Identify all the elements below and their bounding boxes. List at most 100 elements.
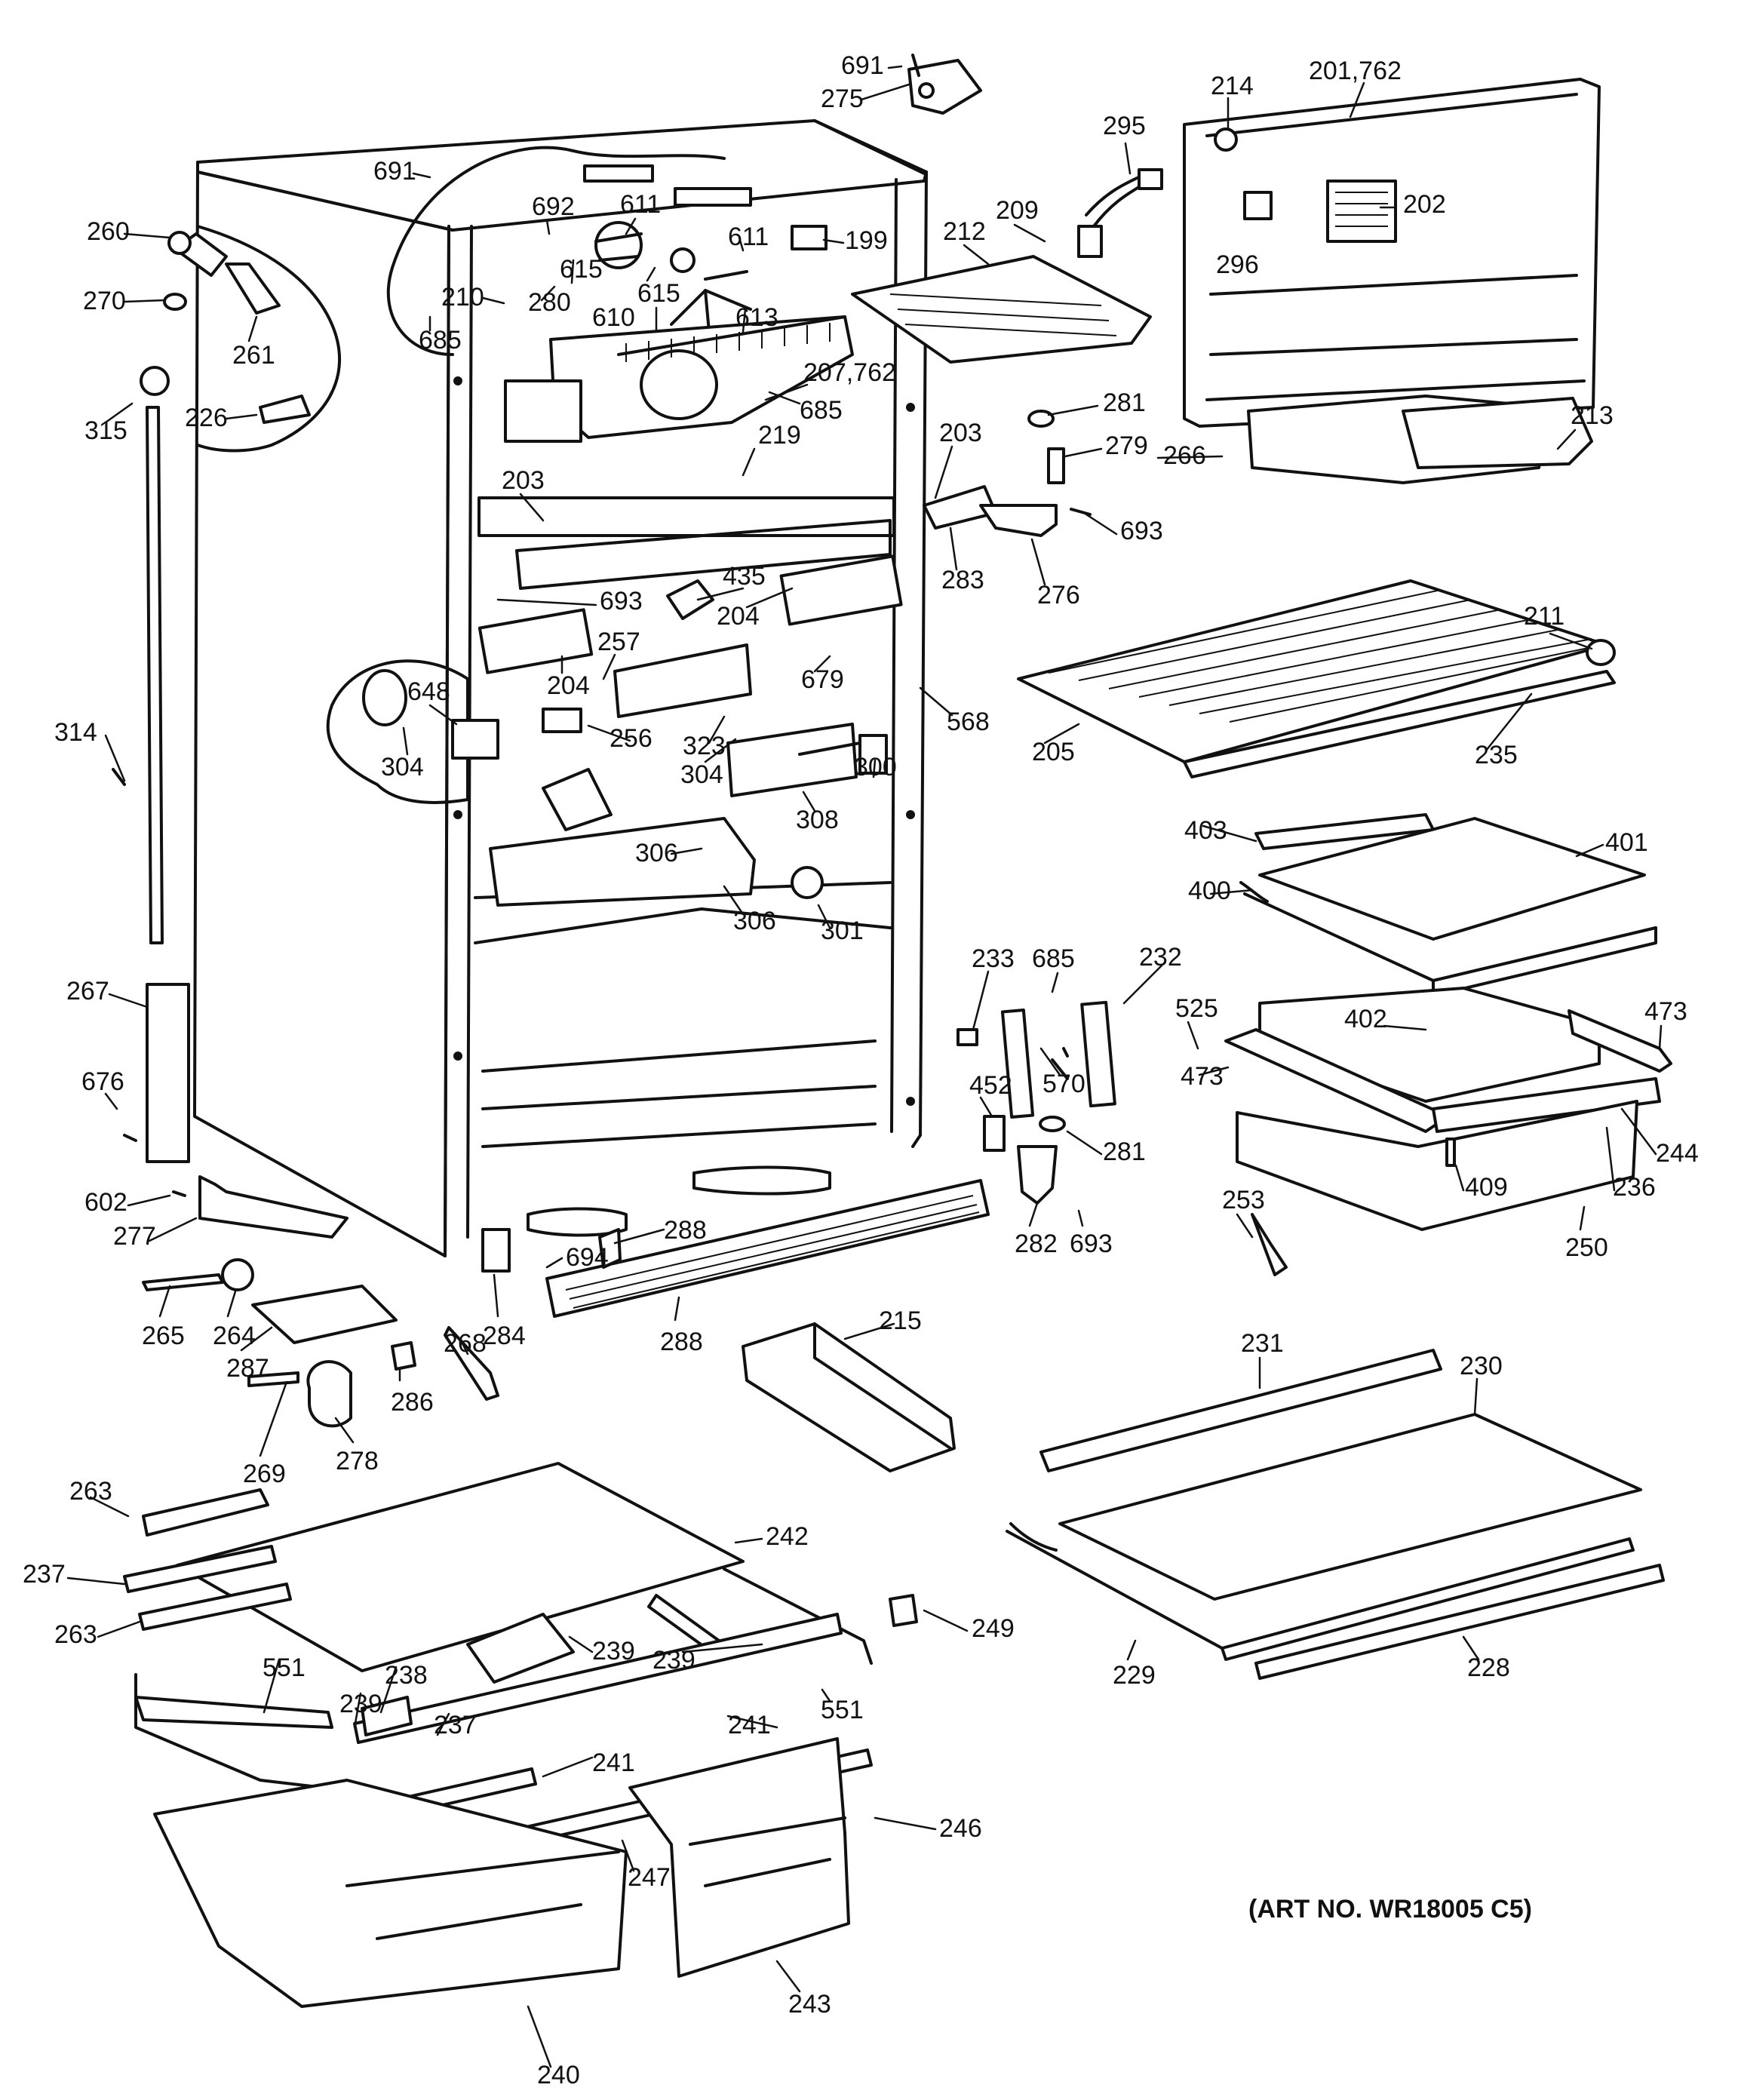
part-label: 267 <box>66 977 109 1005</box>
part-label: 211 <box>1524 602 1565 631</box>
part-label: 685 <box>419 326 462 355</box>
part-label: 286 <box>391 1388 434 1417</box>
part-label: 691 <box>841 51 884 80</box>
part-label: 212 <box>943 217 986 246</box>
part-label: 283 <box>941 566 984 594</box>
part-label: 693 <box>1120 517 1163 545</box>
part-label: 207,762 <box>803 358 896 387</box>
part-label: 401 <box>1605 828 1648 857</box>
part-label: 257 <box>597 628 640 656</box>
part-label: 235 <box>1475 741 1518 769</box>
part-label: 676 <box>81 1067 124 1096</box>
part-label: 304 <box>680 760 723 789</box>
part-label: 435 <box>723 562 766 591</box>
part-label: 284 <box>483 1322 526 1350</box>
part-label: 473 <box>1644 997 1687 1026</box>
part-label: 602 <box>84 1188 127 1217</box>
part-label: 264 <box>213 1322 256 1350</box>
part-label: 282 <box>1015 1230 1058 1258</box>
part-label: 610 <box>592 303 635 332</box>
part-label: 409 <box>1465 1173 1508 1202</box>
part-label: 250 <box>1565 1233 1608 1262</box>
part-label: 236 <box>1613 1173 1656 1202</box>
part-label: 276 <box>1037 581 1080 609</box>
part-label: 693 <box>600 587 643 616</box>
part-label: 304 <box>381 753 424 781</box>
art-number: (ART NO. WR18005 C5) <box>1248 1895 1532 1923</box>
part-label: 202 <box>1403 190 1446 219</box>
part-label: 215 <box>879 1306 922 1335</box>
part-label: 551 <box>263 1653 306 1682</box>
part-label: 685 <box>800 396 843 425</box>
cabinet-shell <box>193 119 928 1257</box>
part-label: 648 <box>407 677 450 706</box>
part-label: 551 <box>821 1696 864 1724</box>
part-label: 229 <box>1113 1661 1156 1690</box>
part-label: 263 <box>69 1477 112 1506</box>
part-label: 452 <box>969 1071 1012 1100</box>
part-label: 243 <box>788 1990 831 2019</box>
part-label: 265 <box>142 1322 185 1350</box>
part-label: 288 <box>660 1328 703 1356</box>
part-label: 473 <box>1181 1062 1224 1091</box>
part-label: 249 <box>972 1614 1015 1643</box>
part-label: 199 <box>845 226 888 255</box>
part-label: 247 <box>628 1863 671 1892</box>
part-label: 213 <box>1571 401 1614 430</box>
part-label: 570 <box>1042 1070 1085 1098</box>
part-label: 296 <box>1216 250 1259 279</box>
part-label: 611 <box>728 223 769 251</box>
butter-bin <box>742 1322 956 1472</box>
crisper-drawers-lower <box>134 1613 873 2008</box>
part-label: 230 <box>1460 1352 1503 1380</box>
part-label: 400 <box>1188 877 1231 905</box>
part-label: 201,762 <box>1309 57 1402 85</box>
part-label: 219 <box>758 421 801 450</box>
part-label: 693 <box>1070 1230 1113 1258</box>
part-label: 237 <box>434 1711 477 1739</box>
wire-shelf <box>1017 579 1616 778</box>
part-label: 238 <box>385 1661 428 1690</box>
part-label: 568 <box>947 708 990 736</box>
part-label: 203 <box>502 466 545 495</box>
evaporator-housing <box>504 315 854 443</box>
part-label: 679 <box>801 665 844 694</box>
freezer-door-liner <box>1183 78 1601 428</box>
part-label: 241 <box>592 1748 635 1777</box>
left-side-parts <box>112 231 311 1163</box>
toe-grille <box>481 1179 990 1318</box>
glass-shelf-left <box>123 1462 918 1684</box>
part-label: 256 <box>610 724 653 753</box>
shelf-supports <box>957 1000 1116 1205</box>
part-label: 694 <box>566 1243 609 1272</box>
part-label: 244 <box>1656 1139 1699 1168</box>
part-label: 692 <box>532 192 575 221</box>
ice-tray-and-bin <box>851 255 1593 484</box>
part-label: 314 <box>54 718 97 747</box>
part-label: 308 <box>796 806 839 834</box>
part-label: 269 <box>243 1460 286 1488</box>
leader-lines <box>66 65 1663 2068</box>
part-label: 691 <box>373 157 416 186</box>
wire-harness-parts <box>1077 168 1163 258</box>
part-label: 279 <box>1105 431 1148 460</box>
part-label: 275 <box>821 84 864 113</box>
fan-motor-assembly <box>583 164 828 333</box>
glass-shelf-upper <box>1239 813 1657 997</box>
part-label: 242 <box>766 1522 809 1551</box>
part-label: 278 <box>336 1447 379 1475</box>
part-label: 263 <box>54 1620 97 1649</box>
crisper-drawer-right <box>1224 987 1672 1276</box>
part-label: 525 <box>1175 994 1218 1023</box>
part-label: 613 <box>735 303 778 332</box>
part-label: 611 <box>620 190 661 219</box>
part-label: 306 <box>733 907 776 935</box>
part-label: 204 <box>717 602 760 631</box>
part-label: 253 <box>1222 1186 1265 1214</box>
part-label: 233 <box>972 944 1015 973</box>
part-label: 260 <box>87 217 130 246</box>
part-label: 204 <box>547 671 590 700</box>
part-label: 615 <box>560 255 603 284</box>
part-label: 685 <box>1032 944 1075 973</box>
